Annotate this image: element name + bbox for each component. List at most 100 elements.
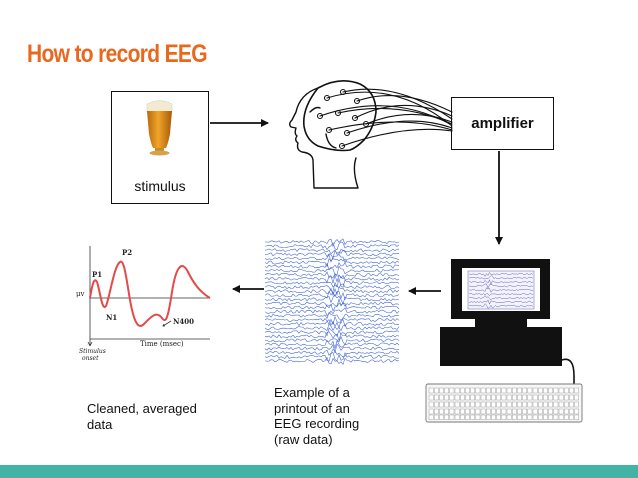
monitor-trace-line [468,275,534,280]
keyboard-key [465,401,470,408]
keyboard-key [428,387,434,394]
keyboard-key [439,387,444,394]
keyboard-key [439,401,444,408]
keyboard-key [444,401,450,408]
keyboard-key [444,408,450,415]
keyboard-key [517,394,522,401]
keyboard-key [532,401,538,408]
beer-glass-icon [146,100,173,156]
monitor-trace-line [468,283,534,289]
raw-trace-line [264,307,400,317]
raw-trace-line [264,356,400,365]
keyboard-key [564,414,569,420]
raw-trace-line [264,302,400,312]
keyboard-key [569,414,574,420]
keyboard-key [480,414,486,420]
raw-trace-line [264,351,400,362]
keyboard-key [460,414,465,420]
keyboard-key [491,387,496,394]
keyboard-key [564,394,569,401]
computer-monitor-icon [440,259,575,388]
keyboard-key [475,414,481,420]
keyboard-key [491,408,496,415]
raw-trace-line [264,343,400,354]
keyboard-key [496,408,502,415]
monitor-trace-line [468,295,534,301]
raw-trace-line [264,315,400,326]
keyboard-key [538,394,543,401]
keyboard-key [434,394,439,401]
keyboard-key [538,401,543,408]
keyboard-key [439,414,444,420]
keyboard-key [527,394,533,401]
keyboard-key [553,387,559,394]
keyboard-key [506,408,512,415]
keyboard-key [538,414,543,420]
raw-trace-line [264,277,400,288]
keyboard-key [486,414,491,420]
keyboard-key [454,408,460,415]
keyboard-key [543,401,548,408]
keyboard-key [522,408,527,415]
keyboard-key [449,401,455,408]
keyboard-key [460,394,465,401]
keyboard-key [460,408,465,415]
keyboard-key [439,408,444,415]
keyboard-key [527,387,533,394]
keyboard-key [470,401,476,408]
keyboard-key [444,394,450,401]
keyboard-key [553,408,559,415]
raw-trace-line [264,290,400,301]
keyboard-key [522,414,527,420]
keyboard-key [553,401,559,408]
keyboard-key [564,408,569,415]
keyboard-key [475,394,481,401]
keyboard-key [553,414,559,420]
keyboard-icon [425,383,583,423]
keyboard-key [486,387,491,394]
keyboard-key [558,401,564,408]
keyboard-key [527,401,533,408]
keyboard-key [486,408,491,415]
raw-data-caption: Example of a printout of an EEG recordin… [274,385,360,447]
keyboard-key [480,387,486,394]
keyboard-key [460,401,465,408]
keyboard-key [480,408,486,415]
keyboard-key [564,401,569,408]
keyboard-key [470,414,476,420]
keyboard-key [517,414,522,420]
keyboard-key [548,414,553,420]
raw-trace-line [264,348,400,358]
raw-eeg-traces [264,237,401,365]
keyboard-key [501,387,507,394]
keyboard-key [480,401,486,408]
keyboard-key [574,408,579,415]
erp-label-n1: N1 [106,313,118,322]
keyboard-key [491,414,496,420]
keyboard-key [454,414,460,420]
keyboard-key [496,387,502,394]
keyboard-key [444,387,450,394]
keyboard-key [449,394,455,401]
raw-trace-line [264,265,400,275]
erp-curve [89,260,211,327]
keyboard-key [491,394,496,401]
erp-time-axis-label: Time (msec) [140,340,184,348]
amplifier-label: amplifier [471,115,534,132]
keyboard-key [501,401,507,408]
erp-caption: Cleaned, averaged data [87,401,197,432]
raw-trace-line [264,323,400,332]
keyboard-key [486,394,491,401]
head-with-electrode-cap-icon [289,80,453,189]
keyboard-key [512,387,517,394]
keyboard-key [496,401,502,408]
monitor-trace-line [468,303,534,309]
amplifier-box: amplifier [451,97,554,150]
erp-plot [87,246,211,347]
raw-trace-line [264,249,400,259]
keyboard-key [428,408,434,415]
keyboard-key [475,401,481,408]
keyboard-key [558,414,564,420]
